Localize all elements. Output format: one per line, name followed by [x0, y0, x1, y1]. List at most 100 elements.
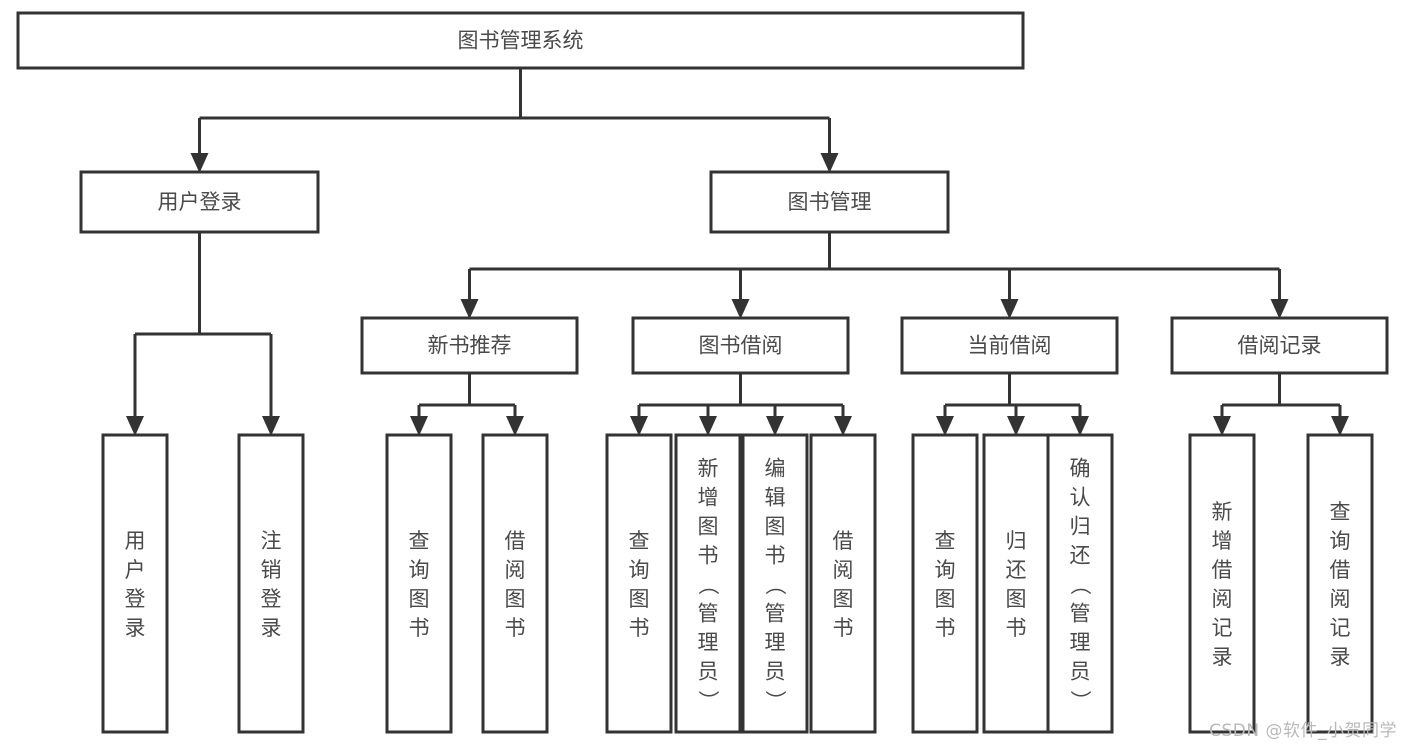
arrow-head-icon	[1270, 299, 1289, 319]
node-label-char: 书	[629, 616, 650, 640]
node-label-char: 还	[1070, 544, 1091, 568]
node-label-char: 图	[409, 587, 430, 611]
node-box-leaf-query-book-1[interactable]	[385, 433, 453, 734]
node-label-char: 录	[1212, 645, 1233, 669]
arrow-head-icon	[731, 299, 750, 319]
node-box-leaf-edit-book[interactable]	[741, 433, 809, 734]
arrow-head-icon	[630, 416, 648, 436]
csdn-watermark: CSDN @软件_小贺同学	[1209, 721, 1397, 741]
arrow-head-icon	[1000, 299, 1019, 319]
node-label-char: 员	[765, 660, 786, 684]
node-new-book-rec[interactable]: 新书推荐	[360, 316, 579, 375]
node-box-leaf-user-login[interactable]	[101, 433, 169, 734]
node-label-char: 销	[261, 558, 282, 582]
node-label-char: 编	[765, 457, 786, 481]
node-label-char: 查	[409, 529, 430, 553]
node-box-leaf-return-book[interactable]	[982, 433, 1050, 734]
arrow-head-icon	[699, 416, 717, 436]
node-label-char: 图	[765, 515, 786, 539]
node-label-char: 认	[1070, 486, 1091, 510]
node-box-user-login[interactable]	[79, 170, 320, 234]
node-label-char: 书	[833, 616, 854, 640]
node-label-char: 图	[1006, 587, 1027, 611]
node-label-char: ）	[763, 690, 787, 711]
node-label-char: 登	[261, 587, 282, 611]
node-label-char: 确	[1070, 457, 1091, 481]
node-book-mgmt[interactable]: 图书管理	[709, 170, 950, 234]
arrow-head-icon	[506, 416, 524, 436]
node-box-leaf-query-record[interactable]	[1306, 433, 1374, 734]
node-label-char: 增	[1212, 529, 1233, 553]
node-label-char: 户	[125, 558, 146, 582]
node-label-char: 理	[698, 631, 719, 655]
node-box-leaf-query-book-3[interactable]	[911, 433, 979, 734]
node-label-char: 员	[1070, 660, 1091, 684]
arrow-head-icon	[1213, 416, 1231, 436]
node-label-char: 归	[1006, 529, 1027, 553]
arrow-head-icon	[126, 416, 144, 436]
node-label-char: 图	[935, 587, 956, 611]
node-label-char: 查	[629, 529, 650, 553]
arrow-head-icon	[1071, 416, 1089, 436]
node-box-current-borrow[interactable]	[900, 316, 1119, 375]
node-label-char: 阅	[833, 558, 854, 582]
node-box-leaf-borrow-book-1[interactable]	[481, 433, 549, 734]
node-label-user-login: 用户登录	[158, 190, 242, 214]
node-label-char: 记	[1212, 616, 1233, 640]
node-box-root[interactable]	[16, 11, 1025, 70]
node-borrow-record[interactable]: 借阅记录	[1170, 316, 1389, 375]
arrow-head-icon	[190, 153, 209, 173]
node-label-char: 阅	[1212, 587, 1233, 611]
edge-group-book-mgmt	[460, 232, 1289, 319]
node-box-leaf-confirm-return[interactable]	[1046, 433, 1114, 734]
edge-group-book-borrow	[630, 373, 852, 436]
node-box-borrow-record[interactable]	[1170, 316, 1389, 375]
arrow-head-icon	[834, 416, 852, 436]
node-label-char: 书	[698, 544, 719, 568]
node-label-char: 查	[1330, 500, 1351, 524]
node-label-book-mgmt: 图书管理	[788, 190, 872, 214]
node-root[interactable]: 图书管理系统	[16, 11, 1025, 70]
node-label-char: 图	[833, 587, 854, 611]
arrow-head-icon	[936, 416, 954, 436]
node-user-login[interactable]: 用户登录	[79, 170, 320, 234]
node-label-char: 借	[505, 529, 526, 553]
node-label-char: 新	[1212, 500, 1233, 524]
node-box-leaf-user-logout[interactable]	[237, 433, 305, 734]
node-label-char: （	[696, 574, 720, 595]
node-label-root: 图书管理系统	[458, 29, 584, 53]
arrow-head-icon	[1007, 416, 1025, 436]
node-box-leaf-add-book[interactable]	[674, 433, 742, 734]
node-book-borrow[interactable]: 图书借阅	[631, 316, 850, 375]
node-box-new-book-rec[interactable]	[360, 316, 579, 375]
node-box-leaf-borrow-book-2[interactable]	[809, 433, 877, 734]
node-leaf-user-login[interactable]: 用户登录	[101, 433, 169, 734]
arrow-head-icon	[1331, 416, 1349, 436]
edge-group-borrow-record	[1213, 373, 1349, 436]
node-label-char: 书	[1006, 616, 1027, 640]
node-current-borrow[interactable]: 当前借阅	[900, 316, 1119, 375]
node-box-leaf-query-book-2[interactable]	[605, 433, 673, 734]
node-label-char: 书	[409, 616, 430, 640]
edges-layer	[126, 68, 1349, 436]
node-label-char: 管	[1070, 602, 1091, 626]
node-label-char: 书	[505, 616, 526, 640]
node-box-book-mgmt[interactable]	[709, 170, 950, 234]
node-label-char: 借	[1330, 558, 1351, 582]
node-label-char: 书	[935, 616, 956, 640]
node-box-leaf-add-record[interactable]	[1188, 433, 1256, 734]
node-box-book-borrow[interactable]	[631, 316, 850, 375]
